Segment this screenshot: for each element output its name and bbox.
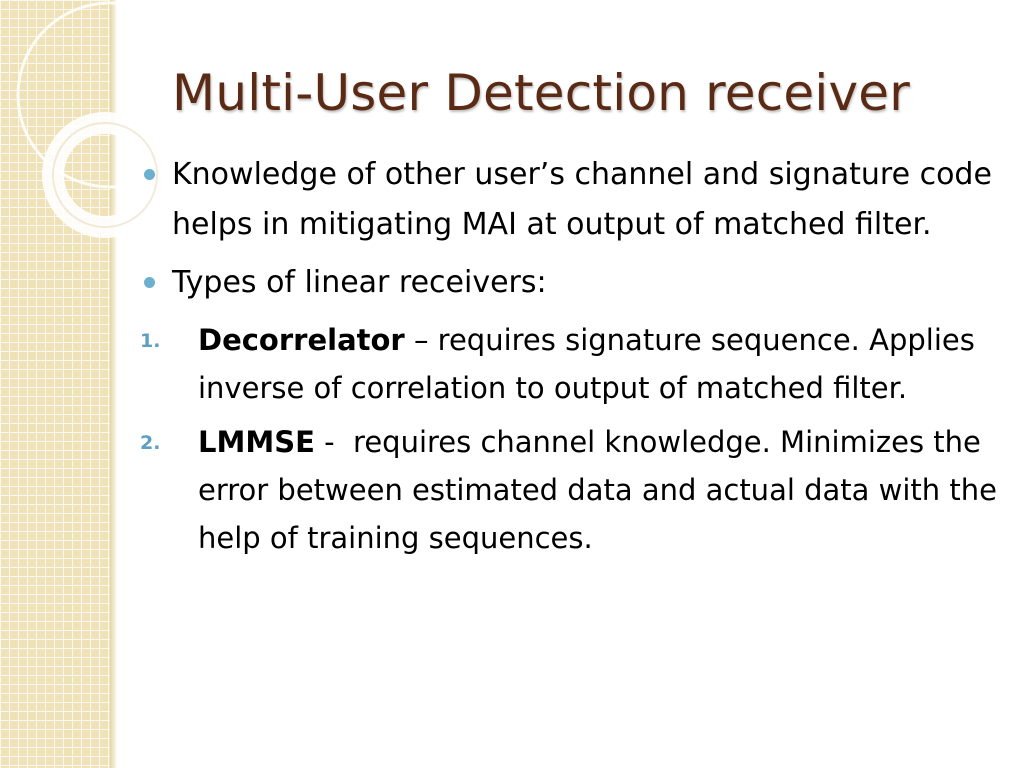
term-label: Decorrelator — [198, 323, 405, 357]
numbered-item: 1. Decorrelator – requires signature seq… — [140, 316, 1000, 412]
bullet-dot-icon — [144, 169, 155, 180]
numbered-item: 2. LMMSE - requires channel knowledge. M… — [140, 418, 1000, 562]
bullet-text: Types of linear receivers: — [172, 265, 547, 300]
bullet-item: Types of linear receivers: — [140, 258, 1000, 308]
slide-title: Multi-User Detection receiver — [172, 64, 910, 122]
side-band-edge — [110, 0, 117, 768]
number-marker: 2. — [140, 432, 161, 454]
bullet-dot-icon — [144, 277, 155, 288]
term-description: requires signature sequence. Applies inv… — [198, 323, 975, 405]
decorative-side-band — [0, 0, 110, 768]
term-label: LMMSE — [198, 425, 315, 459]
term-separator: – — [404, 323, 438, 357]
number-marker: 1. — [140, 330, 161, 352]
term-description: requires channel knowledge. Minimizes th… — [198, 425, 997, 555]
bullet-item: Knowledge of other user’s channel and si… — [140, 150, 1000, 250]
bullet-text: Knowledge of other user’s channel and si… — [172, 157, 992, 242]
slide-content: Knowledge of other user’s channel and si… — [140, 150, 1000, 568]
term-separator: - — [314, 425, 354, 459]
